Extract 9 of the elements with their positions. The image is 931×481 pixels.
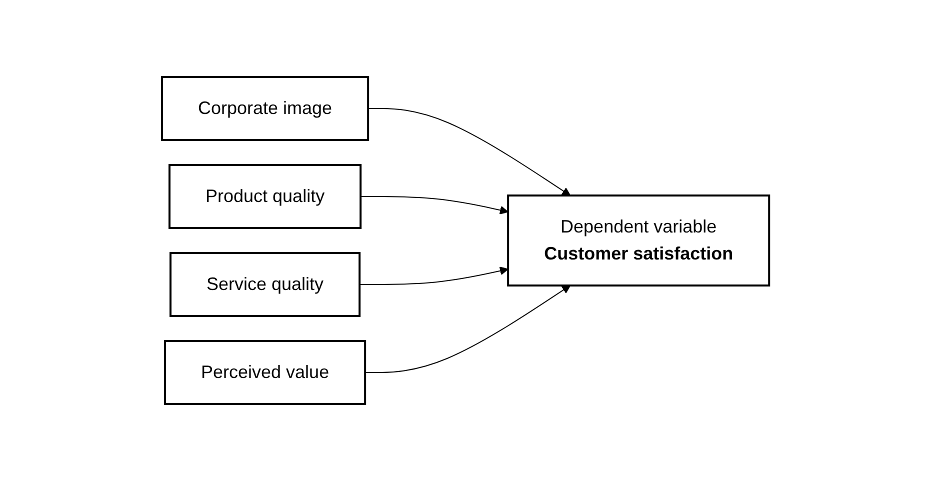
node-box: Corporate image — [160, 76, 370, 141]
arrow — [368, 108, 571, 196]
node-box: Product quality — [168, 164, 362, 229]
node-box: Dependent variable Customer satisfaction — [507, 194, 770, 286]
node-box: Service quality — [169, 252, 360, 317]
arrow — [364, 285, 571, 373]
arrow — [360, 196, 508, 214]
arrow — [359, 266, 508, 285]
node-box: Perceived value — [164, 340, 366, 405]
